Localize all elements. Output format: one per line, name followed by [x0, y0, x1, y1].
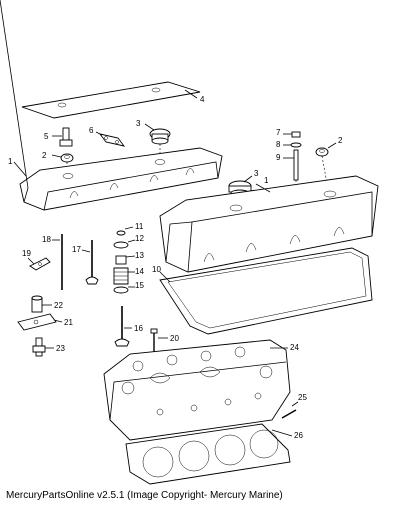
part-2-grommet-left — [51, 153, 74, 172]
callout-5: 5 — [44, 132, 49, 141]
part-19-pushrod-guide — [27, 257, 51, 271]
callout-11: 11 — [135, 222, 144, 231]
callout-2a: 2 — [42, 151, 47, 160]
part-20-head-bolt — [150, 328, 168, 352]
callout-25: 25 — [298, 393, 307, 402]
callout-6: 6 — [89, 126, 94, 135]
copyright-caption: MercuryPartsOnline v2.5.1 (Image Copyrig… — [6, 490, 283, 501]
part-4-gasket-strip — [21, 81, 201, 119]
callout-3a: 3 — [136, 119, 141, 128]
callout-15: 15 — [135, 281, 144, 290]
callout-1b: 1 — [264, 176, 269, 185]
callout-16: 16 — [134, 324, 143, 333]
callout-10: 10 — [152, 265, 161, 274]
callout-26: 26 — [294, 431, 303, 440]
callout-24: 24 — [290, 343, 299, 352]
part-16-valve — [114, 306, 132, 347]
callout-7: 7 — [276, 128, 281, 137]
part-1-valve-cover-right — [159, 175, 379, 273]
callout-13: 13 — [135, 251, 144, 260]
callout-23: 23 — [56, 344, 65, 353]
part-22-lifter — [31, 295, 52, 313]
part-1-valve-cover-left — [0, 0, 223, 211]
part-10-valve-cover-gasket — [159, 247, 373, 335]
part-3-oil-cap-left — [144, 123, 171, 162]
callout-22: 22 — [54, 301, 63, 310]
callout-1a: 1 — [8, 157, 13, 166]
part-11-15-valve-spring-stack — [113, 226, 136, 294]
callout-17: 17 — [72, 245, 81, 254]
callout-12: 12 — [135, 234, 144, 243]
callout-8: 8 — [276, 140, 281, 149]
part-26-head-gasket — [125, 423, 293, 485]
part-25-bolt — [281, 401, 299, 419]
part-18-pushrod — [52, 234, 63, 290]
callout-4: 4 — [200, 95, 205, 104]
callout-9: 9 — [276, 153, 281, 162]
callout-20: 20 — [170, 334, 179, 343]
callout-18: 18 — [42, 235, 51, 244]
part-6-bracket — [95, 131, 126, 147]
callout-14: 14 — [135, 267, 144, 276]
part-23-rocker-stud — [32, 337, 54, 357]
callout-2b: 2 — [338, 136, 343, 145]
part-21-rocker-arm — [17, 313, 63, 331]
callout-3b: 3 — [254, 169, 259, 178]
callout-19: 19 — [22, 249, 31, 258]
part-24-cylinder-head — [103, 339, 291, 441]
part-17-valve — [81, 240, 99, 285]
part-5-pcv-valve — [52, 127, 73, 147]
callout-21: 21 — [64, 318, 73, 327]
